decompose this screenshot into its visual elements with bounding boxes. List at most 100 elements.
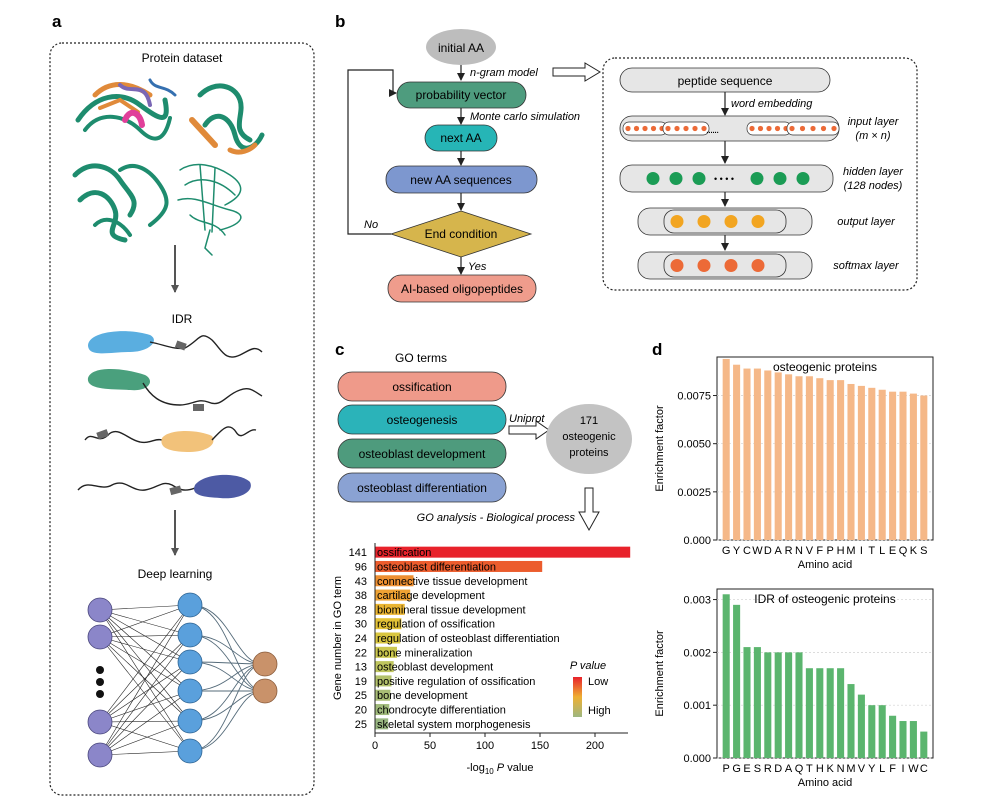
nn-edge	[99, 690, 191, 756]
nn-edge	[189, 604, 264, 692]
next-aa-label: next AA	[440, 131, 481, 145]
enrichment-bar	[878, 705, 886, 758]
enrichment-bar	[816, 378, 824, 540]
nn-edge	[99, 604, 191, 756]
go-term-label: ossification	[392, 380, 451, 394]
x-tick-label: V	[806, 545, 814, 557]
x-tick-label: E	[743, 763, 750, 775]
ngram-label: n-gram model	[470, 67, 538, 79]
input-dot	[749, 125, 755, 132]
enrichment-bar	[857, 694, 865, 758]
enrichment-bar	[753, 647, 761, 758]
y-tick-label: 0.000	[683, 535, 711, 547]
go-gene-number: 24	[355, 633, 367, 645]
enrichment-bar	[785, 374, 793, 540]
softmax-layer-dots	[670, 259, 765, 272]
go-analysis-label: GO analysis - Biological process	[417, 512, 576, 524]
enrichment-bar	[764, 652, 772, 758]
go-bar	[375, 546, 631, 558]
protein-structure-3	[72, 163, 169, 243]
go-gene-number: 30	[355, 619, 367, 631]
enrichment-bar	[805, 668, 813, 758]
x-tick-label: T	[806, 763, 813, 775]
x-tick-label: Y	[733, 545, 741, 557]
x-axis-label: Amino acid	[798, 559, 852, 571]
x-tick-label: G	[722, 545, 731, 557]
oligopeptides-label: AI-based oligopeptides	[401, 282, 523, 296]
x-tick-label: K	[910, 545, 918, 557]
x-tick-label: S	[920, 545, 927, 557]
enrichment-bar	[785, 652, 793, 758]
enrichment-bar	[816, 668, 824, 758]
enrichment-bar	[774, 652, 782, 758]
nn-edge	[99, 661, 191, 723]
x-tick-label: C	[920, 763, 928, 775]
x-tick-label: P	[723, 763, 730, 775]
go-gene-number: 13	[355, 662, 367, 674]
idr-protein-1	[88, 331, 263, 358]
enrichment-bar	[743, 368, 751, 540]
softmax-node	[724, 259, 738, 272]
nn-input-node	[87, 709, 113, 735]
go-bar-label: regulation of osteoblast differentiation	[377, 633, 560, 645]
output-layer-label: output layer	[837, 216, 896, 228]
go-x-axis-label: -log10 P value	[466, 762, 533, 776]
input-dot	[692, 125, 698, 132]
x-tick-label: P	[827, 545, 834, 557]
enrichment-bar	[837, 380, 845, 540]
input-dot	[810, 125, 816, 132]
hidden-nodes-label: (128 nodes)	[844, 180, 903, 192]
nn-output-node	[252, 651, 278, 677]
protein-structure-1	[75, 78, 177, 141]
chart-frame	[716, 356, 934, 541]
panel-letter-d: d	[652, 340, 662, 359]
go-bar	[375, 689, 391, 701]
enrichment-bar	[857, 385, 865, 540]
enrichment-bar	[837, 668, 845, 758]
y-tick-label: 0.0075	[677, 391, 711, 403]
protein-structure-4	[177, 163, 242, 256]
enrichment-bar	[868, 387, 876, 540]
hidden-layer-label: hidden layer	[843, 166, 904, 178]
y-tick-label: 0.001	[683, 700, 711, 712]
x-tick-label: D	[764, 545, 772, 557]
go-bar-label: bone mineralization	[377, 647, 472, 659]
x-tick-label: W	[908, 763, 919, 775]
nn-hidden-node	[177, 622, 203, 648]
input-dot	[799, 125, 806, 132]
x-tick-label: Y	[868, 763, 876, 775]
x-tick-label: N	[837, 763, 845, 775]
x-tick-label: S	[754, 763, 761, 775]
input-dot	[683, 125, 689, 132]
go-x-tick-label: 100	[476, 740, 494, 752]
go-gene-number: 38	[355, 590, 367, 602]
x-tick-label: K	[827, 763, 835, 775]
input-dot	[820, 125, 827, 132]
idr-protein-4	[77, 474, 251, 499]
go-bar-label: connective tissue development	[377, 576, 527, 588]
x-tick-label: M	[846, 763, 855, 775]
enrichment-bar	[909, 393, 917, 540]
nn-ellipsis-dot	[96, 678, 104, 686]
go-x-tick-label: 50	[424, 740, 436, 752]
idr-protein-3	[84, 426, 257, 452]
x-tick-label: V	[858, 763, 866, 775]
deep-learning-label: Deep learning	[138, 567, 213, 581]
hidden-node	[692, 172, 706, 185]
panel-a: Protein dataset	[49, 42, 315, 796]
nn-edge	[99, 721, 191, 752]
x-tick-label: F	[816, 545, 823, 557]
enrichment-bar	[764, 370, 772, 540]
input-layer-dots	[622, 121, 840, 136]
output-node	[670, 215, 684, 228]
panel-a-border	[49, 42, 315, 796]
go-bar	[375, 661, 394, 673]
nn-edge	[99, 604, 191, 638]
enrichment-bar	[868, 705, 876, 758]
panel-letter-a: a	[52, 12, 62, 31]
go-bar-label: biomineral tissue development	[377, 604, 526, 616]
nn-hidden-node	[177, 592, 203, 618]
